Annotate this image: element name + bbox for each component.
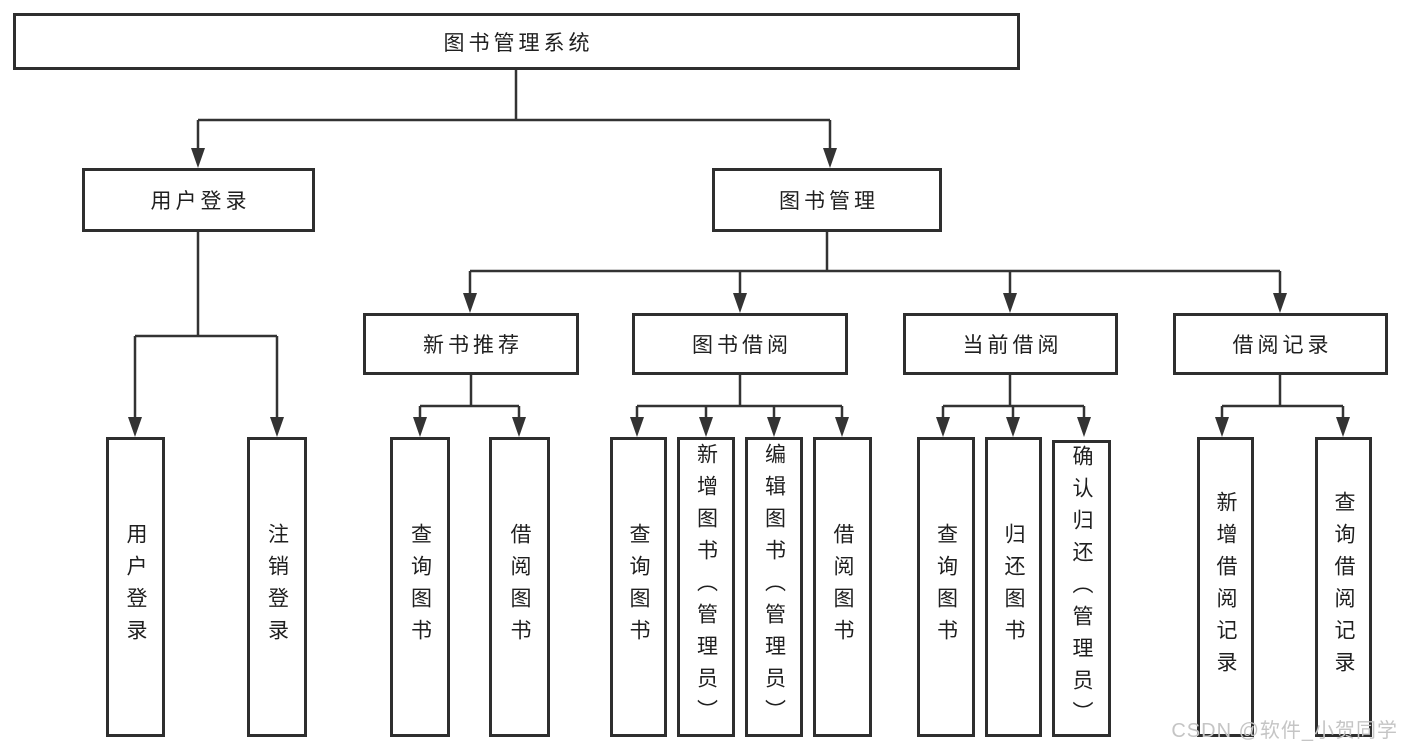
leaf-return-books: 归还图书: [985, 437, 1042, 737]
node-root-library-system: 图书管理系统: [13, 13, 1020, 70]
leaf-query-books-recommend: 查询图书: [390, 437, 450, 737]
leaf-borrow-books: 借阅图书: [813, 437, 872, 737]
node-book-management: 图书管理: [712, 168, 942, 232]
leaf-logout: 注销登录: [247, 437, 307, 737]
leaf-add-borrow-record: 新增借阅记录: [1197, 437, 1254, 737]
node-current-borrow: 当前借阅: [903, 313, 1118, 375]
leaf-borrow-books-recommend: 借阅图书: [489, 437, 550, 737]
leaf-add-books-admin: 新增图书（管理员）: [677, 437, 735, 737]
leaf-query-borrow-record: 查询借阅记录: [1315, 437, 1372, 737]
node-book-borrow: 图书借阅: [632, 313, 848, 375]
csdn-watermark: CSDN @软件_小贺同学: [1171, 720, 1398, 742]
node-user-login: 用户登录: [82, 168, 315, 232]
leaf-confirm-return-admin: 确认归还（管理员）: [1052, 440, 1111, 737]
leaf-query-books-borrow: 查询图书: [610, 437, 667, 737]
leaf-edit-books-admin: 编辑图书（管理员）: [745, 437, 803, 737]
node-borrow-records: 借阅记录: [1173, 313, 1388, 375]
leaf-query-books-current: 查询图书: [917, 437, 975, 737]
leaf-user-login: 用户登录: [106, 437, 165, 737]
node-new-book-recommend: 新书推荐: [363, 313, 579, 375]
